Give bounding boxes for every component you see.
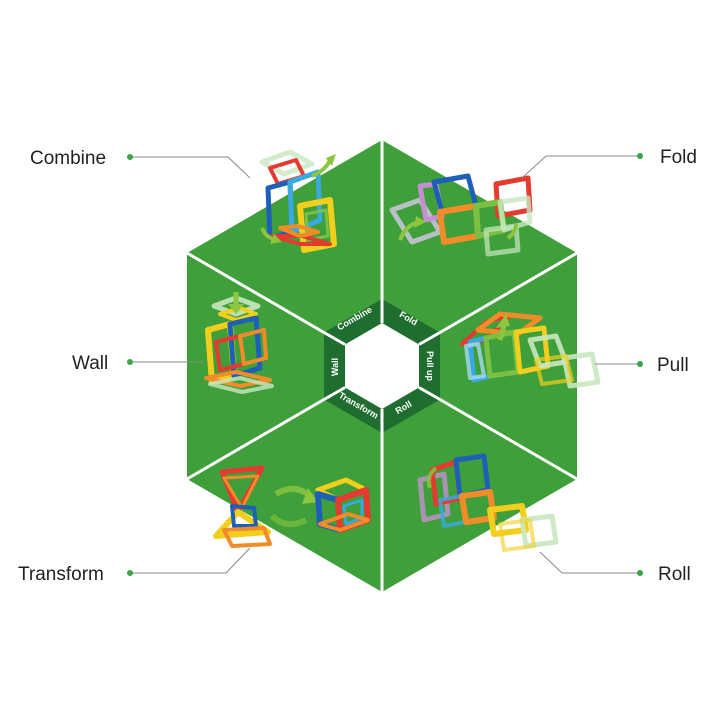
- divider-lines: [186, 140, 578, 592]
- connector-dot-roll: [637, 570, 643, 576]
- inner-label-pull-up: Pull up: [425, 351, 435, 381]
- connector-roll: [539, 551, 640, 574]
- callout-wall: Wall: [72, 353, 108, 374]
- transform-shapes-illustration: [213, 465, 371, 548]
- connector-dot-fold: [637, 153, 643, 159]
- wall-tower-illustration: [204, 292, 274, 394]
- connector-dot-wall: [127, 359, 133, 365]
- inner-hole: [345, 323, 419, 409]
- callout-pull: Pull: [657, 355, 689, 376]
- combine-cube-illustration: [259, 149, 337, 253]
- connector-transform: [130, 547, 251, 574]
- pull-up-tiles-illustration: [460, 311, 601, 389]
- callout-transform: Transform: [18, 564, 104, 585]
- callout-fold: Fold: [660, 147, 697, 168]
- inner-label-wall: Wall: [330, 358, 340, 376]
- connector-dot-pull: [637, 361, 643, 367]
- callout-combine: Combine: [30, 148, 106, 169]
- fold-tiles-illustration: [389, 173, 533, 257]
- roll-tiles-illustration: [417, 453, 559, 552]
- connector-dot-transform: [127, 570, 133, 576]
- callout-roll: Roll: [658, 564, 691, 585]
- connector-dot-combine: [127, 154, 133, 160]
- connector-combine: [130, 156, 251, 179]
- connector-fold: [521, 155, 640, 179]
